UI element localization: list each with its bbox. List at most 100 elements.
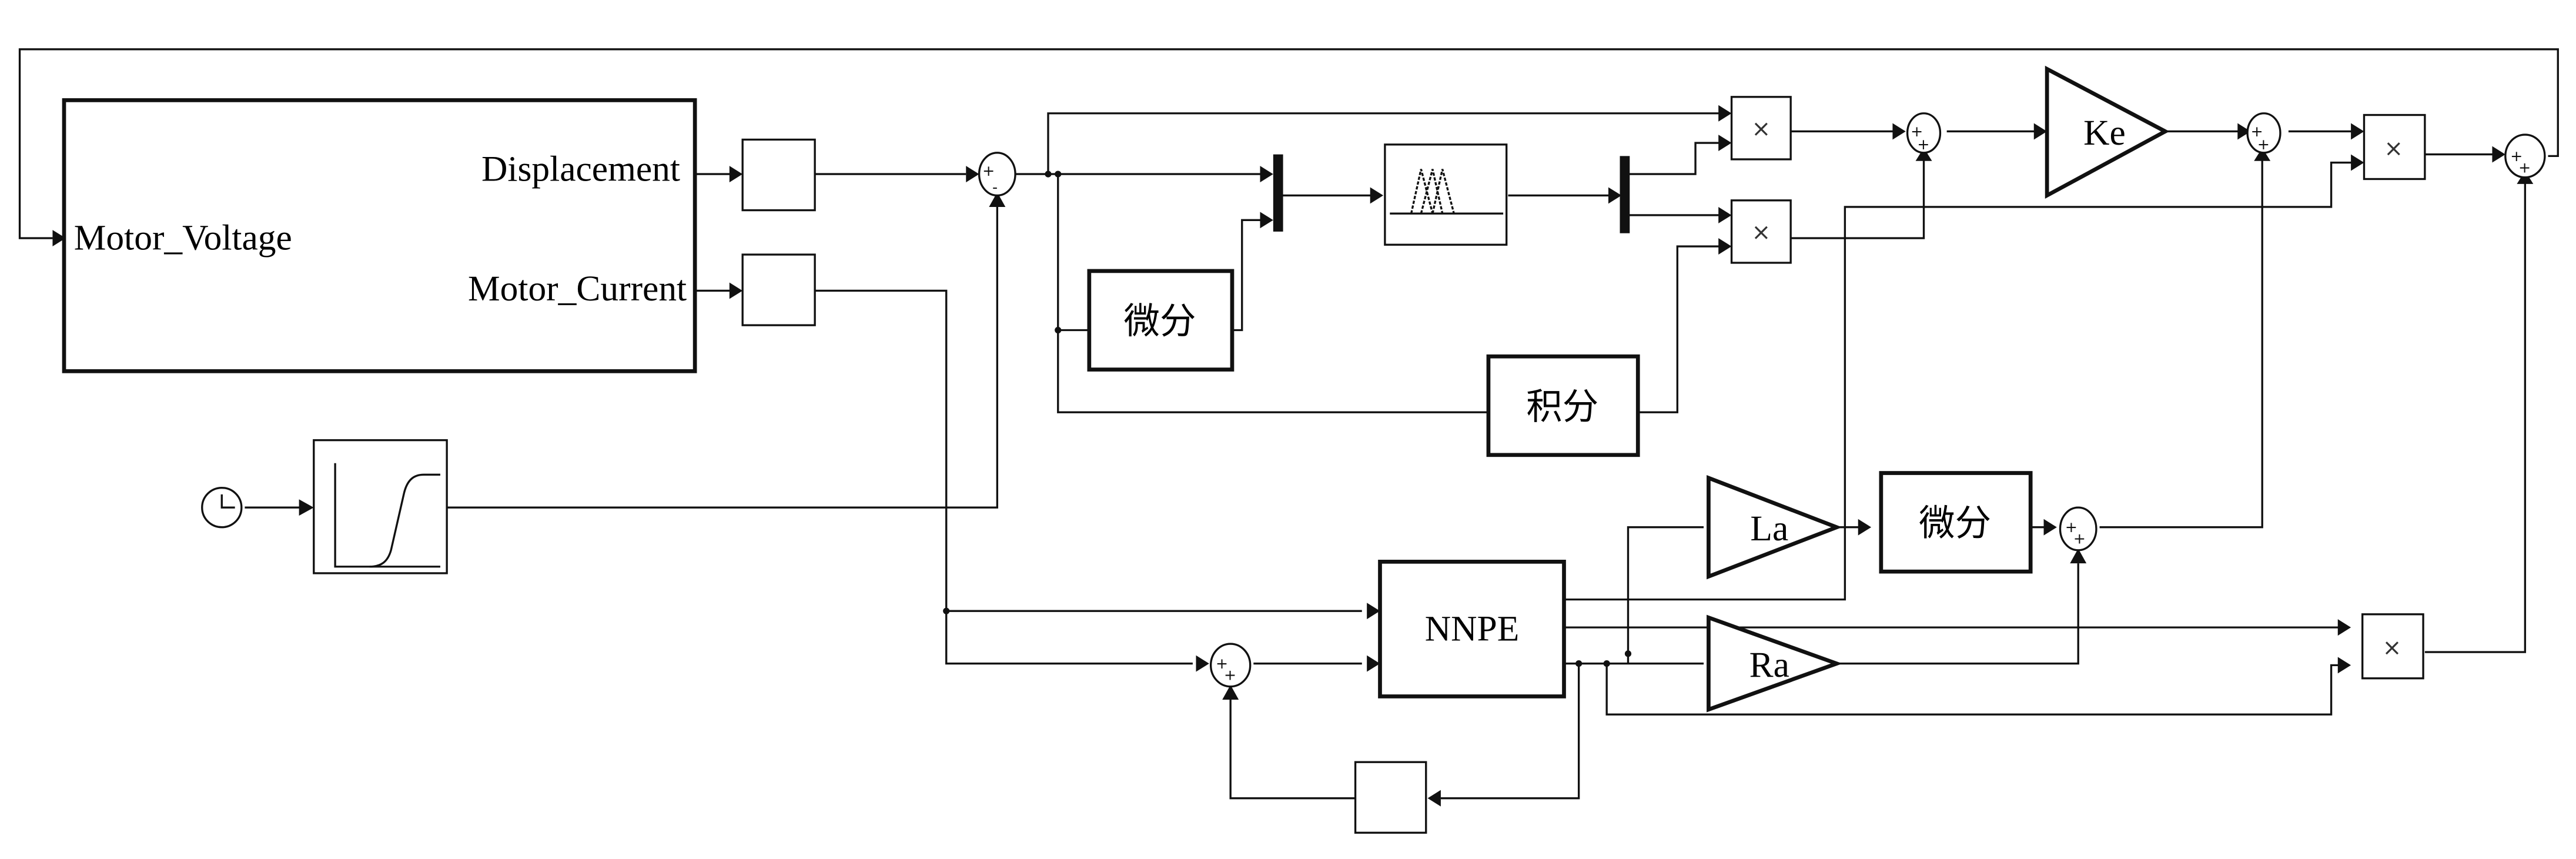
arrow-sum-nnpe-in1 [1196,655,1209,672]
sum-sign-plus: + [982,162,995,179]
sum-sign-plus: + [2257,136,2270,153]
arrow-sum-nnpe-in2 [1222,684,1239,700]
product-block-1[interactable]: × [1730,96,1792,161]
arrow-product4-in1 [2337,619,2351,636]
integral-block[interactable]: 积分 [1486,354,1640,457]
sum-block-out[interactable]: + + [2504,133,2546,179]
arrow-sum-pd-in2 [1915,148,1932,161]
arrow-ke-in [2033,123,2048,140]
arrow-sum-out-in1 [2492,146,2505,163]
wires [18,48,2559,800]
arrow-demux-in [1608,187,1622,204]
derivative-block-1[interactable]: 微分 [1087,269,1235,372]
wire-reference[interactable] [447,203,999,509]
sum-sign-plus: + [1224,667,1236,684]
arrow-sum-pd-in1 [1892,123,1906,140]
wire-feedback-top[interactable] [18,48,2559,239]
gain-ra-block[interactable]: Ra [1707,614,1843,713]
arrow-product4-in2 [2337,657,2351,674]
arrow-sum-lr-in1 [2043,519,2057,536]
arrow-product2-in1 [1718,206,1732,223]
error-sum-block[interactable]: + - [978,152,1016,197]
derivative-label: 微分 [1124,300,1196,342]
sum-block-lr[interactable]: + + [2059,506,2097,552]
arrow-motor-voltage-in [52,230,66,247]
demux-bar-icon[interactable] [1620,156,1630,233]
junction-dot [1575,660,1583,667]
junction-dot [1624,650,1632,657]
wire-product4-to-sum-out[interactable] [2424,179,2527,653]
wire-product2-to-sum[interactable] [1791,156,1925,239]
wire-nnpe-to-product3[interactable] [1564,161,2354,601]
junction-dot [943,607,950,614]
arrow-product3-in1 [2351,123,2364,140]
gain-ke-label: Ke [2083,113,2126,153]
arrow-product2-in2 [1718,238,1732,255]
displacement-box[interactable] [741,138,816,212]
arrow-nnpe-in2 [1367,655,1380,672]
gain-ra-label: Ra [1749,645,1789,685]
arrow-mux-in2 [1260,212,1273,229]
gain-la-label: La [1750,509,1788,549]
arrow-current-box [729,282,743,299]
sum-sign-plus: + [1216,655,1228,672]
delay-box[interactable] [1354,761,1427,834]
nnpe-block[interactable]: NNPE [1378,560,1566,698]
motor-subsystem-block[interactable]: Motor_Voltage Displacement Motor_Current [62,98,697,373]
displacement-port-label: Displacement [481,149,680,189]
arrow-mux-in1 [1260,166,1273,183]
arrow-error-sum-left [966,166,979,183]
wire-branch-to-delay[interactable] [1440,663,1580,800]
sum-sign-minus: - [992,179,998,196]
junction-dot [1055,326,1062,334]
wire-derivative-to-mux[interactable] [1232,219,1264,332]
product-block-2[interactable]: × [1730,199,1792,264]
arrow-product1-in1 [1718,105,1732,122]
product-block-3[interactable]: × [2363,113,2426,181]
wire-ra-to-sum-lr[interactable] [1836,563,2079,665]
wire-error-branch[interactable] [1057,174,1488,413]
reference-signal-block[interactable] [313,439,448,574]
sum-sign-plus: + [2518,159,2531,176]
gain-la-block[interactable]: La [1707,475,1842,580]
sum-sign-plus: + [1917,136,1929,153]
junction-dot [1045,171,1052,178]
gain-ke-block[interactable]: Ke [2045,65,2170,199]
clock-block[interactable] [201,486,243,529]
arrow-sum-lr-in2 [2070,549,2087,564]
wire-current-to-nnpe[interactable] [815,289,1193,665]
arrowheads [52,105,2534,807]
sum-sign-plus: + [2065,519,2077,536]
wire-integral-to-product2[interactable] [1638,245,1722,413]
multiply-icon: × [2383,635,2402,661]
junctions [943,171,1632,667]
multiply-icon: × [2384,135,2403,162]
junction-dot [1603,660,1610,667]
wire-sum-lr-to-sum-ke[interactable] [2099,156,2263,529]
sum-block-nnpe-input[interactable]: + + [1209,643,1252,688]
multiply-icon: × [1751,116,1771,142]
arrow-displacement-box [729,166,743,183]
mux-bar-icon[interactable] [1273,154,1283,232]
arrow-fuzzy-in [1370,187,1384,204]
wire-branch-to-la[interactable] [1627,526,1704,664]
fuzzy-controller-block[interactable] [1384,143,1508,246]
sum-block-pd[interactable]: + + [1906,112,1942,154]
wire-delay-to-sum[interactable] [1229,694,1356,800]
wire-demux-to-product1[interactable] [1628,142,1722,175]
junction-dot [1055,171,1062,178]
wire-error-to-product1[interactable] [1047,112,1722,175]
sum-sign-plus: + [2251,123,2263,140]
arrow-delay-in [1427,790,1441,807]
nnpe-label: NNPE [1425,609,1520,649]
product-block-4[interactable]: × [2361,613,2424,680]
sum-sign-plus: + [2510,148,2523,165]
arrow-product3-in2 [2351,154,2364,171]
wire-branch-to-product4[interactable] [1605,663,2341,716]
derivative-block-2[interactable]: 微分 [1879,471,2033,574]
sum-block-ke[interactable]: + + [2246,112,2281,154]
arrow-nnpe-in1 [1367,603,1380,620]
arrow-derivative2-in [1858,519,1872,536]
current-box[interactable] [741,253,816,326]
